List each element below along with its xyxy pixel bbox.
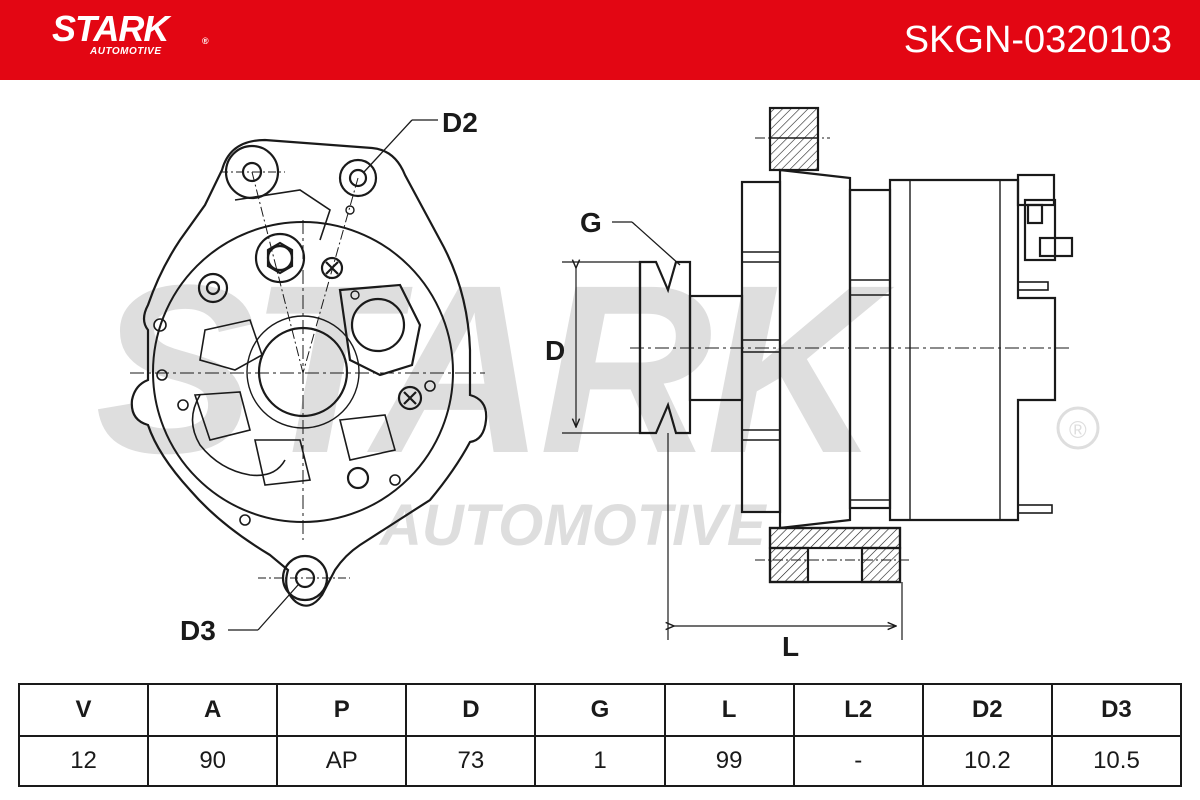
spec-header-v: V — [17, 683, 150, 737]
d2-leader — [363, 119, 438, 173]
header-bar: STARK ® AUTOMOTIVE SKGN-0320103 — [0, 0, 1200, 80]
spec-header-a: A — [147, 683, 279, 737]
part-number: SKGN-0320103 — [903, 19, 1172, 61]
logo-registered-mark: ® — [202, 36, 209, 46]
spec-value-d2: 10.2 — [921, 735, 1053, 787]
label-d3: D3 — [180, 615, 216, 646]
watermark-tagline: AUTOMOTIVE — [378, 493, 768, 558]
side-view — [630, 106, 1074, 584]
logo-tagline: AUTOMOTIVE — [90, 46, 162, 57]
spec-value-g: 1 — [534, 735, 666, 787]
spec-header-d3: D3 — [1050, 683, 1183, 737]
stark-logo: STARK ® AUTOMOTIVE — [52, 8, 209, 58]
spec-value-v: 12 — [17, 735, 150, 787]
logo-wordmark: STARK — [52, 8, 169, 49]
spec-header-l: L — [663, 683, 795, 737]
specs-header-row: V A P D G L L2 D2 D3 — [17, 683, 1183, 737]
spec-value-l2: - — [792, 735, 924, 787]
label-d2: D2 — [442, 107, 478, 138]
spec-header-d: D — [405, 683, 537, 737]
spec-value-a: 90 — [147, 735, 279, 787]
label-d: D — [545, 335, 565, 366]
g-leader — [612, 221, 681, 266]
spec-header-g: G — [534, 683, 666, 737]
watermark-registered-letter: ® — [1069, 417, 1087, 444]
watermark-registered-icon — [1056, 406, 1100, 450]
spec-header-d2: D2 — [921, 683, 1053, 737]
alternator-drawing: D2 D3 — [130, 106, 1074, 662]
front-view — [130, 138, 488, 607]
spec-header-l2: L2 — [792, 683, 924, 737]
specs-table: V A P D G L L2 D2 D3 12 90 AP 73 1 99 - … — [17, 683, 1183, 787]
label-l: L — [782, 631, 799, 662]
spec-header-p: P — [276, 683, 408, 737]
spec-value-p: AP — [276, 735, 408, 787]
spec-value-d3: 10.5 — [1050, 735, 1183, 787]
d3-leader — [228, 584, 299, 631]
label-g: G — [580, 207, 602, 238]
l-dimension — [668, 433, 903, 640]
d-dimension — [562, 262, 640, 434]
specs-value-row: 12 90 AP 73 1 99 - 10.2 10.5 — [17, 735, 1183, 787]
spec-value-d: 73 — [405, 735, 537, 787]
spec-value-l: 99 — [663, 735, 795, 787]
